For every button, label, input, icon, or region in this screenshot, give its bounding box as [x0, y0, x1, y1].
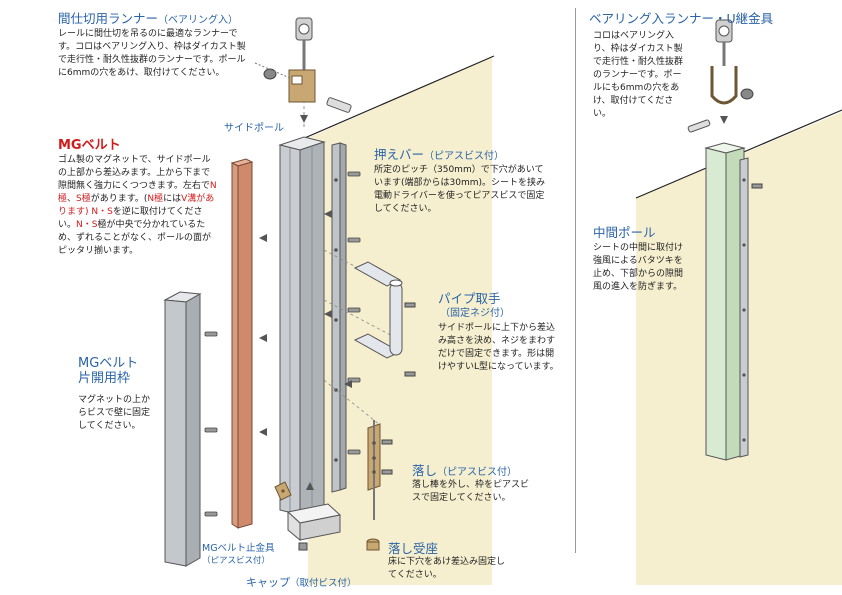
mg-frame-text: マグネットの上からビスで壁に固定してください。 — [78, 395, 151, 431]
oshae-bar-text: 所定のピッチ（350mm）で下穴があいています(端部からは30mm)。シートを挟… — [374, 165, 546, 214]
mg-stopper-note: （ピアスビス付） — [202, 556, 271, 566]
otoshi-title: 落し（ピアスビス付） — [412, 463, 518, 478]
otoshi-ukeza-text: 床に下穴をあけ差込み固定してください。 — [388, 557, 506, 580]
middle-pole-text: シートの中間に取付け強風によるバタツキを止め、下部からの隙間風の進入を防ぎます。 — [593, 243, 684, 292]
mg-belt-title: MGベルト — [58, 138, 121, 153]
arrow-runner-down — [300, 115, 308, 123]
bearing-runner-u-text: コロはベアリング入り、枠はダイカスト製で走行性・耐久性抜群のランナーです。ポール… — [593, 31, 684, 119]
otoshi-ukeza-title: 落し受座 — [388, 541, 439, 556]
otoshi-ukeza — [366, 538, 380, 551]
runner-title: 間仕切用ランナー（ベアリング入） — [58, 11, 239, 26]
pierce-screws-right — [347, 171, 361, 455]
middle-pole-title: 中間ポール — [593, 225, 656, 240]
pipe-handle-title: パイプ取手 — [438, 291, 501, 306]
otoshi-text: 落し棒を外し、枠をピアスビスで固定してください。 — [412, 480, 530, 503]
mg-belt-text: ゴム製のマグネットで、サイドポールの上部から差込みます。上から下まで隙間無く強力… — [58, 155, 217, 256]
runner-assembly — [254, 17, 352, 113]
oshae-bar — [331, 142, 347, 493]
otoshi-bolt — [367, 420, 393, 520]
mg-belt — [230, 158, 254, 529]
pipe-handle-text: サイドポールに上下から差込み高さを決め、ネジをまわすだけで固定できます。形は開け… — [438, 323, 559, 372]
pipe-handle — [353, 261, 416, 377]
mg-frame — [163, 291, 202, 567]
cap-part — [286, 482, 342, 551]
bearing-runner-u-title: ベアリング入ランナー・U継金具 — [589, 11, 774, 26]
mg-stopper-label: MGベルト止金具 — [202, 543, 275, 554]
panel-divider — [575, 8, 576, 553]
cap-label: キャップ（取付ビス付） — [246, 576, 357, 589]
arrows-belt-to-pole — [259, 234, 267, 436]
bearing-runner-u — [687, 19, 754, 133]
mg-frame-title: MGベルト片開用枠 — [78, 356, 139, 386]
side-pole-label: サイドポール — [224, 123, 284, 134]
runner-text: レールに間仕切を吊るのに最適なランナーです。コロはベアリング入り、枠はダイカスト… — [58, 29, 246, 78]
arrows-bar-to-pole — [324, 210, 352, 388]
wall-top-edge — [299, 55, 495, 141]
middle-pole — [704, 142, 763, 461]
side-pole — [278, 136, 326, 516]
frame-screws — [204, 331, 218, 517]
oshae-bar-title: 押えバー（ピアスビス付） — [374, 147, 505, 162]
pipe-handle-note: （固定ネジ付） — [440, 308, 510, 319]
mg-stopper-bracket — [274, 481, 292, 501]
